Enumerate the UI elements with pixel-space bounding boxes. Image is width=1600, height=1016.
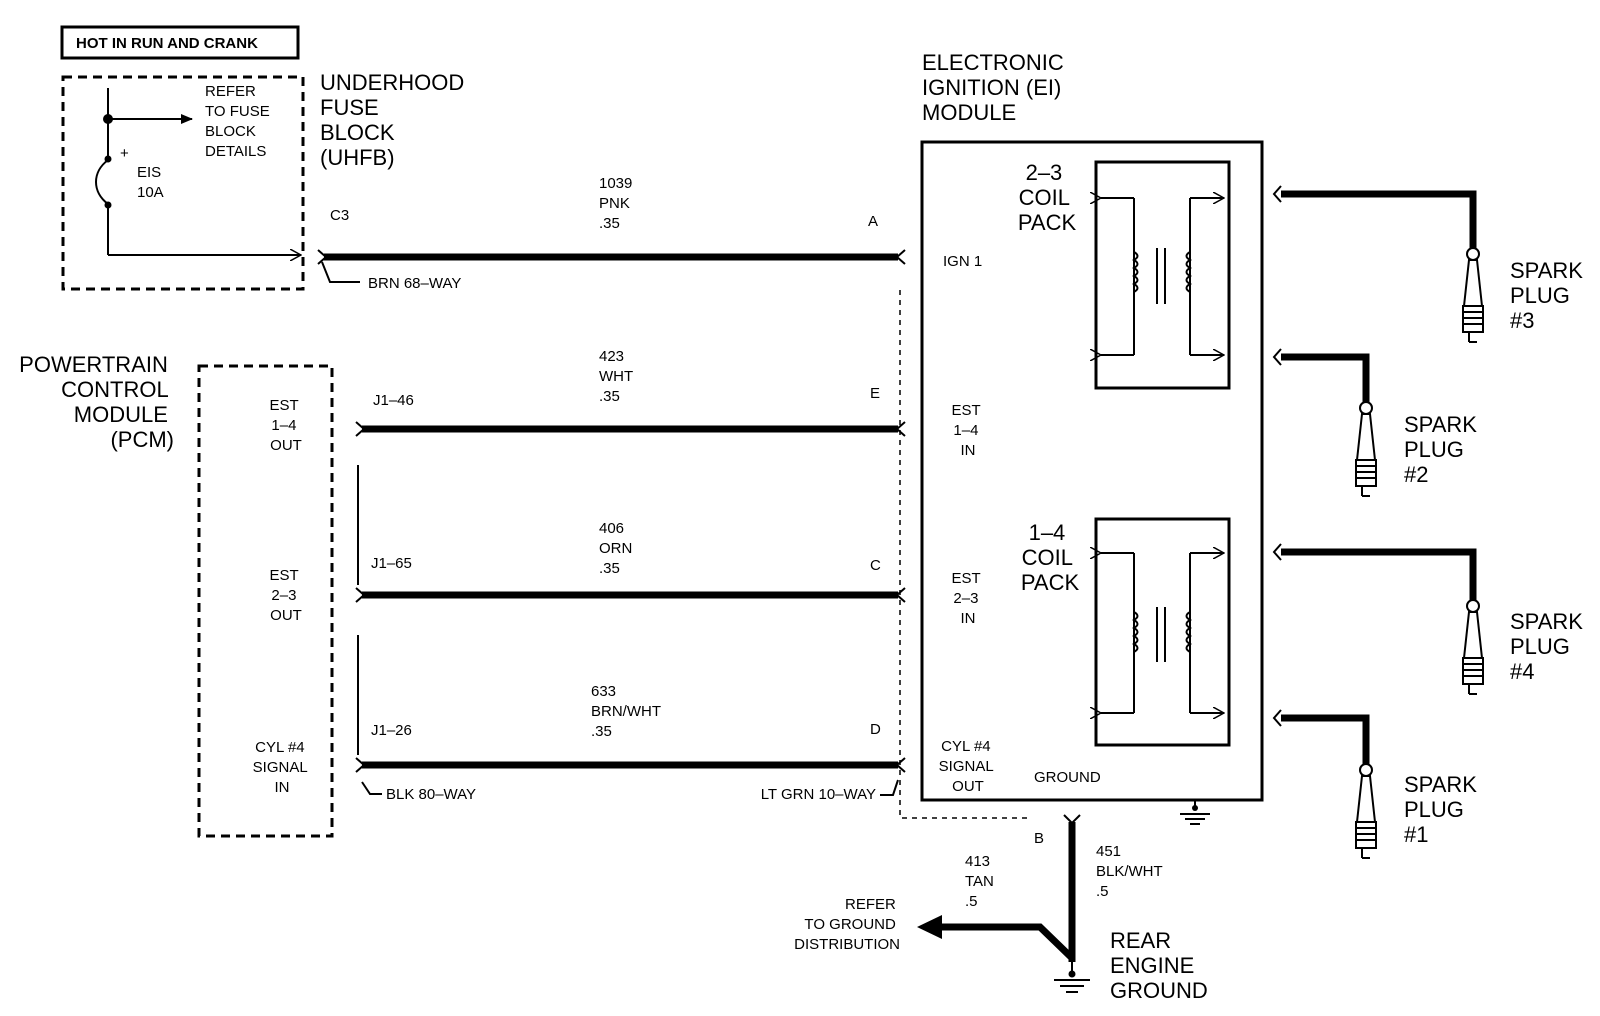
- coil-23-primary: [1131, 251, 1139, 293]
- uhfb-connector-desc: BRN 68–WAY: [368, 275, 461, 292]
- ground-distribution-arrow-icon: [917, 915, 942, 939]
- ground-wire-413: [917, 915, 1075, 961]
- ground-wire-451-label: 451 BLK/WHT .5: [1096, 843, 1167, 900]
- wire-1039: [317, 249, 906, 265]
- coil-pack-23: [1096, 160, 1231, 390]
- wire-406: [355, 587, 906, 603]
- pcm-cavity-j1-26: J1–26: [371, 722, 412, 739]
- ei-pin-e: E: [870, 385, 880, 402]
- wire-1039-label: 1039 PNK .35: [599, 175, 637, 232]
- ei-connector-leader: [880, 779, 899, 796]
- ei-label-est23: EST 2–3 IN: [951, 570, 984, 627]
- pcm-pin-est14: EST 1–4 OUT: [269, 397, 302, 454]
- pcm-box: [197, 364, 334, 838]
- fuse-plus: +: [120, 145, 129, 162]
- pcm-cavity-j1-65: J1–65: [371, 555, 412, 572]
- coil-pack-14-label: 1–4 COIL PACK: [1021, 520, 1080, 595]
- plug-wire-4: [1272, 543, 1477, 600]
- header-title: HOT IN RUN AND CRANK: [76, 35, 258, 52]
- plug-wire-3: [1272, 185, 1477, 248]
- wire-423: [355, 421, 906, 437]
- ei-connector-line: [899, 290, 1030, 819]
- rear-engine-ground-label: REAR ENGINE GROUND: [1110, 928, 1208, 1003]
- pcm-pin-est23: EST 2–3 OUT: [269, 567, 302, 624]
- pcm-connector-leader: [361, 781, 382, 795]
- wire-633-label: 633 BRN/WHT .35: [591, 683, 665, 740]
- spark-plug-4-icon: [1462, 599, 1484, 695]
- ei-connector-desc: LT GRN 10–WAY: [761, 786, 876, 803]
- spark-plug-1-icon: [1355, 763, 1377, 859]
- spark-plug-2-icon: [1355, 401, 1377, 497]
- fuse-symbol: [95, 88, 301, 255]
- wire-423-label: 423 WHT .35: [599, 348, 637, 405]
- ei-label-cyl4: CYL #4 SIGNAL OUT: [939, 738, 998, 795]
- refer-fuse-label: REFER TO FUSE BLOCK DETAILS: [205, 83, 274, 160]
- pcm-name: POWERTRAIN CONTROL MODULE (PCM): [19, 352, 174, 452]
- ei-pin-a: A: [868, 213, 878, 230]
- ei-pin-c: C: [870, 557, 881, 574]
- rear-engine-ground-icon: [1054, 962, 1090, 993]
- ei-label-ground: GROUND: [1034, 769, 1101, 786]
- spark-plug-3-icon: [1462, 247, 1484, 343]
- coil-pack-14: [1096, 517, 1231, 747]
- fuse-element: [95, 159, 109, 205]
- pcm-connector-desc: BLK 80–WAY: [386, 786, 476, 803]
- uhfb-connector: C3: [330, 207, 349, 224]
- ei-label-est14: EST 1–4 IN: [951, 402, 984, 459]
- ei-ground-pin: B: [1034, 830, 1044, 847]
- ei-pin-d: D: [870, 721, 881, 738]
- spark-plug-4-label: SPARK PLUG #4: [1510, 609, 1589, 684]
- refer-ground-label: REFER TO GROUND DISTRIBUTION: [794, 896, 900, 953]
- uhfb-name: UNDERHOOD FUSE BLOCK (UHFB): [320, 70, 470, 170]
- ei-case-ground-icon: [1180, 800, 1210, 825]
- coil-14-primary: [1131, 611, 1139, 653]
- uhfb-box: [61, 75, 305, 291]
- coil-14-secondary: [1185, 611, 1193, 653]
- ground-pin-b-mark: [1063, 814, 1081, 825]
- pcm-pin-cyl4: CYL #4 SIGNAL IN: [253, 739, 312, 796]
- wire-406-label: 406 ORN .35: [599, 520, 637, 577]
- coil-23-secondary: [1185, 251, 1193, 293]
- ei-module-box: [920, 140, 1264, 802]
- fuse-label: EIS 10A: [137, 164, 165, 201]
- plug-wire-2: [1272, 348, 1370, 402]
- wire-633: [355, 757, 906, 773]
- pcm-cavity-j1-46: J1–46: [373, 392, 414, 409]
- plug-wire-1: [1272, 709, 1370, 764]
- spark-plug-3-label: SPARK PLUG #3: [1510, 258, 1589, 333]
- ei-module-name: ELECTRONIC IGNITION (EI) MODULE: [922, 50, 1070, 125]
- spark-plug-1-label: SPARK PLUG #1: [1404, 772, 1483, 847]
- coil-pack-23-label: 2–3 COIL PACK: [1018, 160, 1077, 235]
- header-box: [60, 25, 300, 60]
- ei-label-ign1: IGN 1: [943, 253, 982, 270]
- spark-plug-2-label: SPARK PLUG #2: [1404, 412, 1483, 487]
- uhfb-connector-leader: [321, 261, 360, 283]
- ground-wire-413-label: 413 TAN .5: [965, 853, 998, 910]
